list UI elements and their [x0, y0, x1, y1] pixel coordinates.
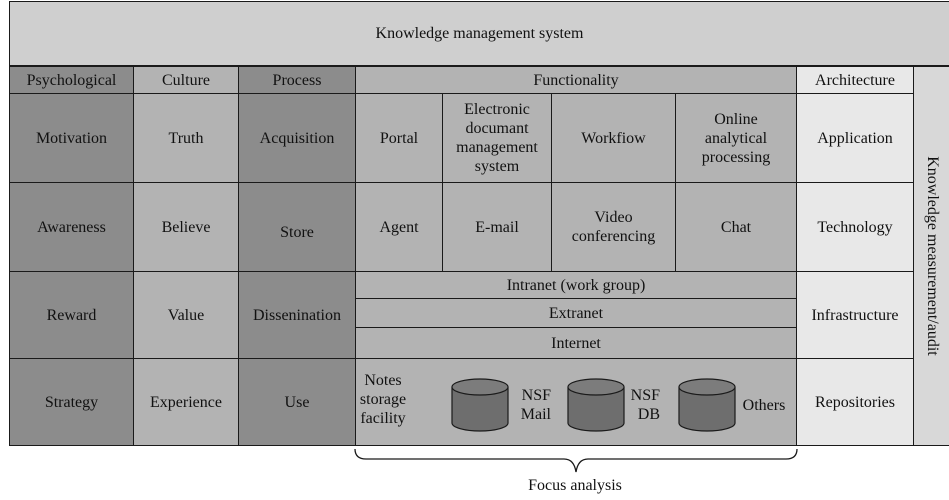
psychological-cell: Awareness	[9, 182, 134, 272]
functionality-cell: Online analytical processing	[675, 93, 797, 183]
knowledge-measurement-bar: Knowledge measurement/audit	[913, 66, 949, 446]
header-psychological-text: Psychological	[26, 71, 117, 89]
functionality-cell-text: Chat	[720, 218, 752, 236]
database-cylinder-icon	[567, 378, 625, 432]
architecture-cell-text: Infrastructure	[811, 306, 899, 324]
header-functionality-text: Functionality	[533, 71, 619, 89]
focus-analysis-label: Focus analysis	[528, 477, 622, 494]
system-title-text: Knowledge management system	[375, 25, 584, 42]
network-row-text: Internet	[551, 334, 601, 352]
architecture-cell: Repositories	[796, 358, 914, 446]
culture-cell-text: Value	[167, 306, 205, 324]
culture-cell: Believe	[133, 182, 239, 272]
functionality-cell: Workfiow	[551, 93, 676, 183]
header-culture: Culture	[133, 66, 239, 94]
network-row-text: Intranet (work group)	[506, 276, 646, 294]
psychological-cell: Reward	[9, 271, 134, 359]
culture-cell: Value	[133, 271, 239, 359]
repo-label: NSF DB	[630, 387, 660, 423]
network-row: Extranet	[355, 298, 797, 328]
network-row: Intranet (work group)	[355, 271, 797, 299]
process-cell-text: Acquisition	[259, 129, 335, 147]
side-label-text: Knowledge measurement/audit	[923, 156, 941, 356]
functionality-cell: Video conferencing	[551, 182, 676, 272]
psychological-cell-text: Motivation	[35, 129, 108, 147]
psychological-cell-text: Awareness	[37, 218, 106, 236]
functionality-cell-text: Portal	[379, 129, 419, 147]
repo-label: Others	[742, 397, 786, 414]
architecture-cell: Infrastructure	[796, 271, 914, 359]
psychological-cell: Strategy	[9, 358, 134, 446]
culture-cell-text: Believe	[161, 218, 211, 236]
database-cylinder-icon	[678, 378, 736, 432]
architecture-cell-text: Technology	[817, 218, 893, 236]
psychological-cell: Motivation	[9, 93, 134, 183]
focus-brace	[354, 448, 798, 473]
functionality-cell-text: Agent	[379, 218, 419, 236]
process-cell: Use	[238, 358, 356, 446]
network-row-text: Extranet	[548, 304, 604, 322]
architecture-cell: Application	[796, 93, 914, 183]
functionality-cell-text: E-mail	[475, 218, 519, 236]
process-cell-text: Use	[284, 393, 310, 411]
header-process: Process	[238, 66, 356, 94]
culture-cell-text: Truth	[168, 129, 204, 147]
system-title: Knowledge management system	[9, 1, 949, 66]
process-cell: Dissenination	[238, 271, 356, 359]
functionality-cell-text: Video conferencing	[571, 209, 656, 245]
process-cell-text: Store	[280, 223, 314, 241]
architecture-cell-text: Repositories	[815, 393, 895, 411]
process-cell-text: Dissenination	[253, 306, 341, 324]
notes-storage-label: Notes storage facility	[359, 372, 407, 427]
network-row: Internet	[355, 327, 797, 359]
architecture-cell: Technology	[796, 182, 914, 272]
header-architecture-text: Architecture	[815, 71, 895, 89]
psychological-cell-text: Strategy	[44, 393, 99, 411]
process-cell: Acquisition	[238, 93, 356, 183]
database-cylinder-icon	[451, 378, 509, 432]
functionality-cell-text: Workfiow	[581, 129, 646, 147]
culture-cell: Truth	[133, 93, 239, 183]
culture-cell: Experience	[133, 358, 239, 446]
functionality-cell-text: Online analytical processing	[701, 110, 771, 166]
header-functionality: Functionality	[355, 66, 797, 94]
psychological-cell-text: Reward	[46, 306, 97, 324]
functionality-cell: Chat	[675, 182, 797, 272]
functionality-cell: Agent	[355, 182, 443, 272]
culture-cell-text: Experience	[150, 393, 222, 411]
process-cell: Store	[238, 182, 356, 272]
header-process-text: Process	[272, 71, 322, 89]
header-psychological: Psychological	[9, 66, 134, 94]
header-architecture: Architecture	[796, 66, 914, 94]
functionality-cell: E-mail	[442, 182, 552, 272]
functionality-cell: Portal	[355, 93, 443, 183]
architecture-cell-text: Application	[817, 129, 893, 147]
functionality-cell: Electronic documant management system	[442, 93, 552, 183]
header-culture-text: Culture	[162, 71, 210, 89]
functionality-cell-text: Electronic documant management system	[456, 101, 538, 175]
repo-label: NSF Mail	[520, 387, 551, 423]
